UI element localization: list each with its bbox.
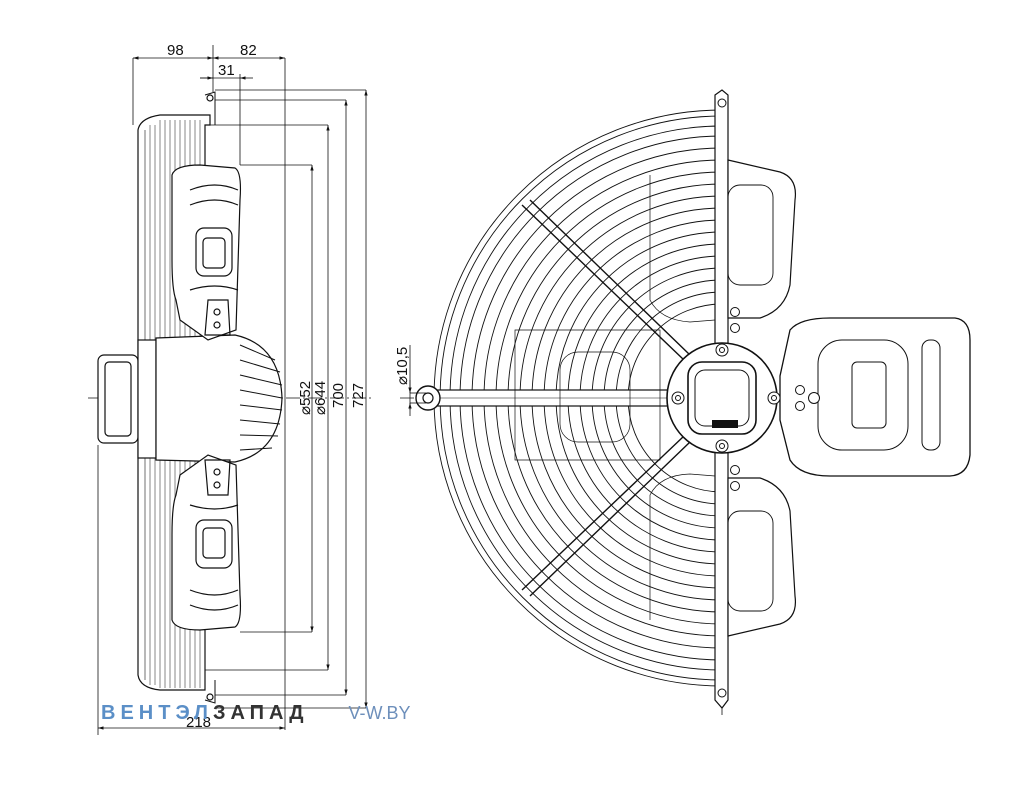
side-dimensions: [97, 45, 368, 735]
dim-218: 218: [186, 714, 211, 731]
dim-644: ⌀644: [312, 381, 329, 415]
watermark-part1: ВЕНТ: [101, 702, 176, 724]
guard-struts: [521, 199, 691, 597]
dim-727: 727: [350, 383, 367, 408]
blade-shadows: [514, 175, 716, 620]
dim-98: 98: [167, 42, 184, 59]
dim-552: ⌀552: [297, 381, 314, 415]
dim-82: 82: [240, 42, 257, 59]
hub-bolts: [671, 307, 820, 491]
eye-dimension: [408, 345, 426, 416]
dim-700: 700: [330, 383, 347, 408]
watermark: ВЕНТЭЛЗАПАД V-W.BY: [101, 702, 411, 725]
watermark-part2: ЭЛ: [175, 702, 213, 724]
front-view: [400, 89, 971, 715]
watermark-site: V-W.BY: [348, 703, 411, 723]
dim-31: 31: [218, 62, 235, 79]
dim-10-5: ⌀10,5: [394, 347, 411, 385]
motor-fins: [239, 344, 283, 451]
watermark-part3: ЗАПАД: [212, 702, 309, 724]
side-view: [88, 91, 372, 704]
